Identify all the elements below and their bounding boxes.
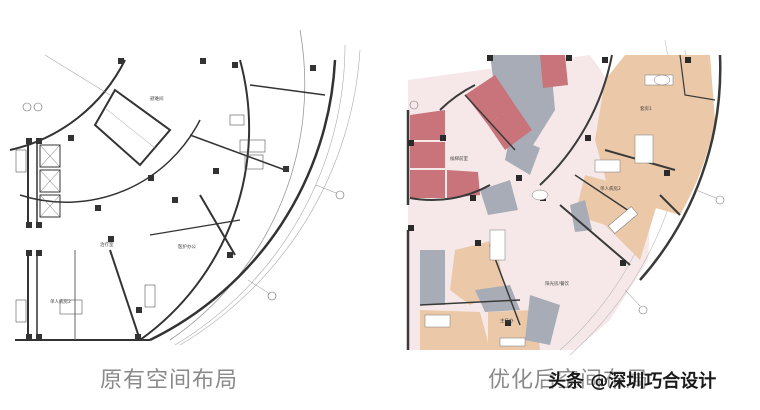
room-label: 单人病房2 bbox=[50, 298, 71, 305]
room-label: 候梯前室 bbox=[450, 155, 468, 162]
original-layout-panel: 避难间 治疗室 单人病房2 医护办公 原有空间布局 bbox=[9, 29, 361, 393]
room-label: 主任办 bbox=[500, 317, 514, 324]
room-label: 单人病房2 bbox=[600, 185, 621, 192]
watermark: 头条 @深圳巧合设计 bbox=[548, 371, 717, 392]
original-floor-plan: 避难间 治疗室 单人病房2 医护办公 bbox=[9, 29, 361, 346]
room-label: 阳光房/餐饮 bbox=[545, 280, 570, 287]
room-label: 治疗室 bbox=[100, 241, 114, 248]
optimized-layout-panel: 候梯前室 套房1 单人病房2 阳光房/餐饮 主任办 优化后空间布局 bbox=[380, 0, 760, 410]
room-label: 医护办公 bbox=[178, 243, 196, 250]
room-label: 套房1 bbox=[640, 105, 652, 112]
optimized-floor-plan: 候梯前室 套房1 单人病房2 阳光房/餐饮 主任办 bbox=[406, 39, 725, 356]
original-layout-caption: 原有空间布局 bbox=[100, 368, 239, 393]
optimized-layout-caption: 优化后空间布局 bbox=[488, 368, 650, 393]
room-label: 避难间 bbox=[150, 95, 164, 102]
